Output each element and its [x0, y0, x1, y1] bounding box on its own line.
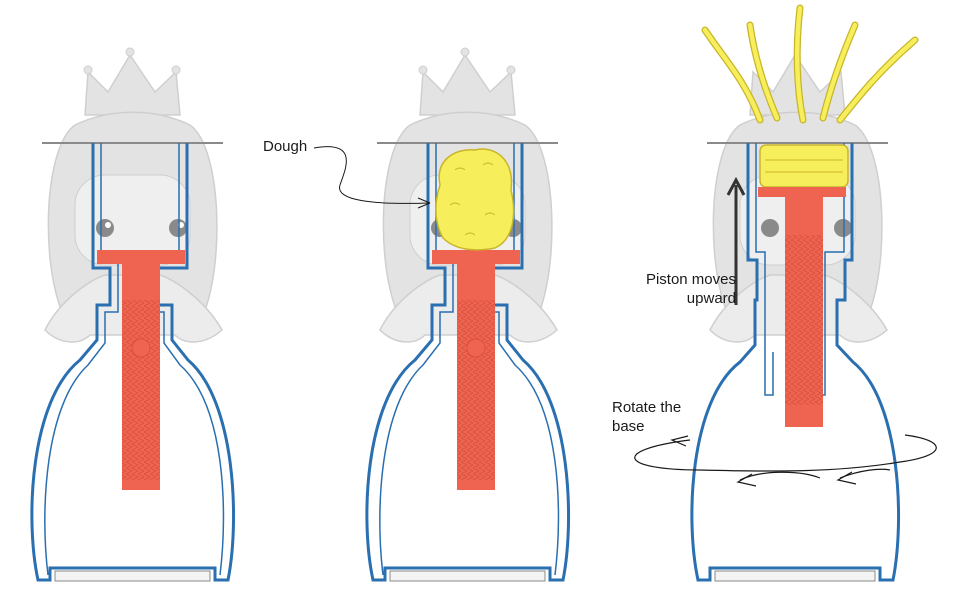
dough-leader-line	[313, 146, 431, 209]
dough-strands-fill	[702, 5, 918, 123]
rotate-arrow-icon	[634, 434, 937, 487]
panel-extruding	[690, 4, 919, 582]
piston-label-line2: upward	[686, 290, 736, 307]
extruder-shell	[365, 142, 571, 582]
piston	[432, 250, 520, 490]
piston	[758, 187, 846, 427]
dough-label: Dough	[263, 138, 308, 155]
dough-compressed	[759, 144, 849, 188]
piston-label-line1: Piston moves	[645, 271, 736, 288]
rotate-label-line2: base	[612, 418, 645, 435]
piston-label: Piston moves upward	[626, 270, 736, 308]
piston	[97, 250, 185, 490]
rotate-label-line1: Rotate the	[612, 399, 682, 416]
panel-loaded	[365, 47, 571, 582]
arrow-up-icon	[726, 176, 746, 305]
extruder-shell	[30, 142, 236, 582]
dough-ball	[435, 148, 515, 251]
panel-initial	[30, 47, 236, 582]
rotate-label: Rotate the base	[612, 398, 712, 436]
